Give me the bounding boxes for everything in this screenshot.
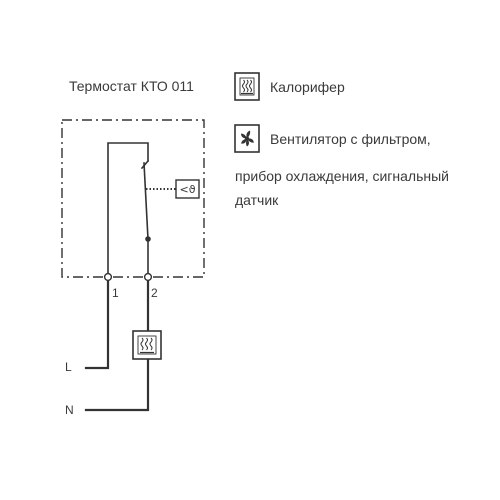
internal-wiring (107, 142, 151, 276)
legend-heater-icon (234, 72, 260, 101)
heater-icon (132, 330, 162, 360)
diagram-title: Термостат КТО 011 (69, 78, 194, 94)
legend-fan-icon (234, 124, 260, 153)
temperature-sensor: <ϑ (175, 179, 200, 199)
line-n-label: N (65, 403, 74, 417)
legend-heater-label: Калорифер (270, 79, 345, 95)
legend-fan-label-line3: датчик (235, 192, 279, 208)
terminal-2-label: 2 (151, 286, 158, 300)
sensor-symbol: <ϑ (179, 183, 195, 196)
terminal-1 (103, 272, 113, 282)
terminal-2 (143, 272, 153, 282)
line-l-label: L (65, 360, 72, 374)
legend-fan-label-line2: прибор охлаждения, сигнальный (235, 168, 449, 184)
thermostat-housing (61, 119, 205, 278)
external-wiring (84, 279, 150, 412)
legend-fan-label-line1: Вентилятор с фильтром, (270, 131, 431, 147)
terminal-1-label: 1 (112, 286, 119, 300)
